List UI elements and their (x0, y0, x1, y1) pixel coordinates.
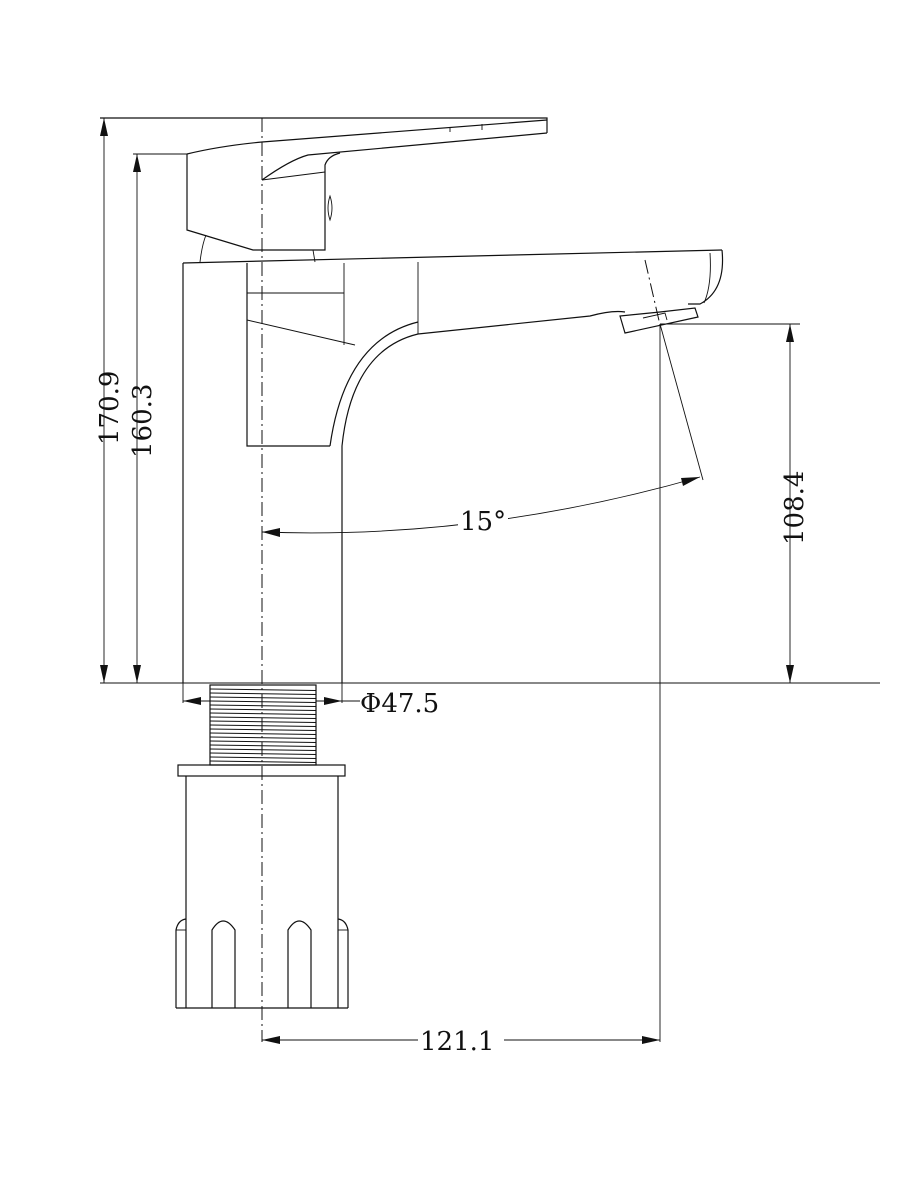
swivel-angle-label: 15° (460, 507, 506, 537)
dim-spout-height: 108.4 (660, 323, 810, 683)
thread-diameter-label: Φ47.5 (360, 689, 439, 719)
thread-line (209, 756, 317, 759)
thread-line (209, 700, 317, 703)
thread-line (209, 724, 317, 727)
lever-handle (100, 117, 548, 263)
thread-line (209, 732, 317, 735)
dim-swivel-angle: 15° (261, 323, 704, 537)
thread-line (209, 704, 317, 707)
dim-thread-diameter: Φ47.5 (182, 683, 439, 719)
thread-line (209, 708, 317, 711)
faucet-body (182, 249, 724, 683)
thread-line (209, 712, 317, 715)
thread-line (209, 752, 317, 755)
thread-line (209, 744, 317, 747)
thread-line (209, 696, 317, 699)
overall-height-label: 170.9 (95, 371, 125, 445)
thread-line (209, 716, 317, 719)
thread-line (209, 736, 317, 739)
thread-line (209, 728, 317, 731)
thread-line (209, 692, 317, 695)
body-height-label: 160.3 (128, 384, 158, 458)
spout-height-label: 108.4 (780, 471, 810, 545)
thread-line (209, 740, 317, 743)
thread-line (209, 748, 317, 751)
dim-overall-height: 170.9 (95, 118, 125, 683)
thread-line (209, 760, 317, 763)
dim-spout-reach: 121.1 (262, 324, 661, 1057)
dim-body-height: 160.3 (128, 153, 187, 683)
thread-line (209, 688, 317, 691)
threaded-shank (175, 684, 349, 1009)
spout-reach-label: 121.1 (420, 1027, 494, 1057)
thread-line (209, 720, 317, 723)
